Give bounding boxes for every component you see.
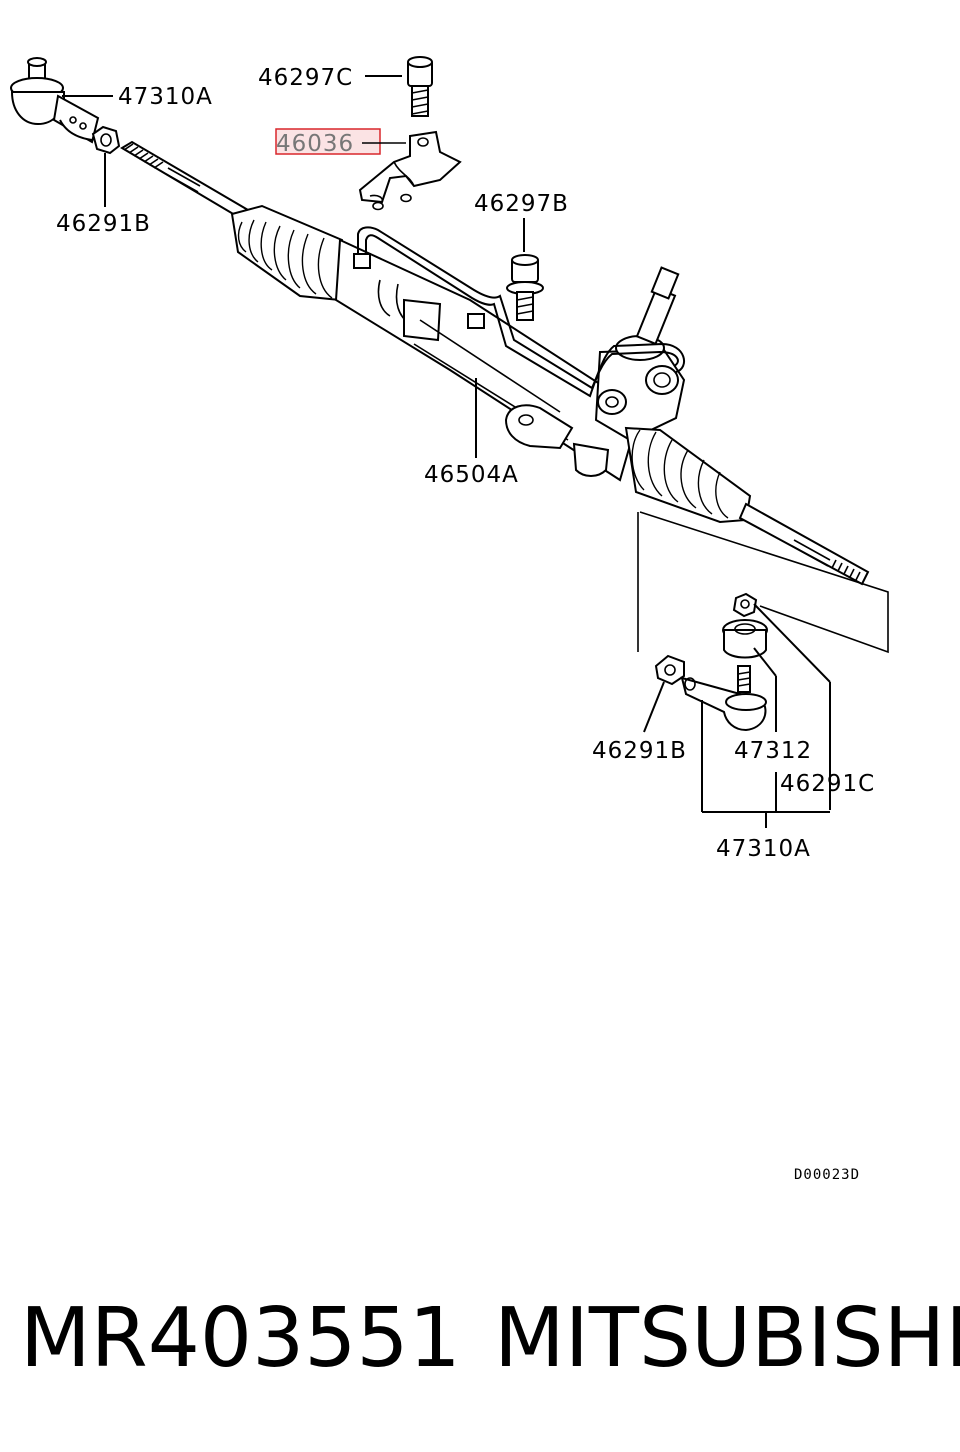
nut-lower-left-drawing [654,654,685,686]
bracket-drawing [358,130,462,211]
tie-rod-end-top-drawing [10,57,100,144]
label-gear-box: 46504A [424,462,519,488]
label-bracket[interactable]: 46036 [276,131,354,157]
label-nut-lower-left: 46291B [592,738,687,764]
hydraulic-lines-drawing [353,226,686,398]
bolt-mid-drawing [506,254,544,321]
leader-nut-lower-right [753,603,831,683]
label-bolt-top: 46297C [258,65,353,91]
nut-top-drawing [91,125,121,155]
part-number: MR403551 [20,1291,461,1386]
label-tie-rod-end-bottom: 47310A [716,836,811,862]
leader-nut-lower-left [643,681,665,733]
leader-boot [753,647,777,677]
bolt-top-drawing [407,56,433,117]
diagram-code: D00023D [794,1167,860,1183]
brand-name: MITSUBISHI [494,1291,960,1386]
label-tie-rod-end-top: 47310A [118,84,213,110]
label-nut-top: 46291B [56,211,151,237]
nut-lower-right-drawing [732,592,758,618]
label-bolt-mid: 46297B [474,191,569,217]
highlight-box [275,128,381,155]
label-boot: 47312 [734,738,812,764]
label-nut-lower-right: 46291C [780,771,875,797]
tie-rod-top-drawing [120,140,250,220]
explode-frame [637,511,889,654]
tie-rod-end-bottom-drawing [680,665,767,732]
steering-gear-housing-drawing [230,204,870,586]
boot-drawing [722,619,768,659]
